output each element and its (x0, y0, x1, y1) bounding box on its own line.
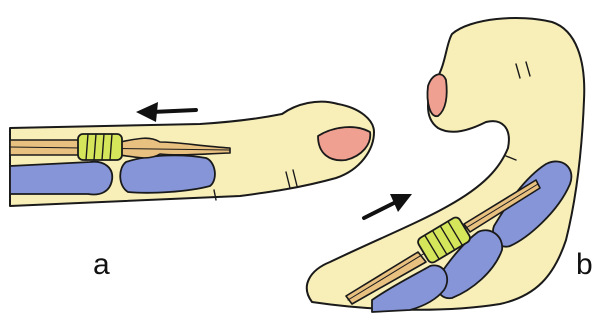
bone-a-proximal (10, 162, 112, 195)
panel-label-b: b (576, 250, 593, 280)
pulley-a (78, 134, 122, 160)
arrow-a-left (136, 102, 196, 122)
arrow-b-up-right (364, 194, 412, 218)
bone-a-middle (120, 155, 215, 192)
panel-label-a: a (93, 250, 110, 280)
finger-b-nail (427, 74, 446, 116)
panel-a-extended-finger (10, 102, 374, 206)
